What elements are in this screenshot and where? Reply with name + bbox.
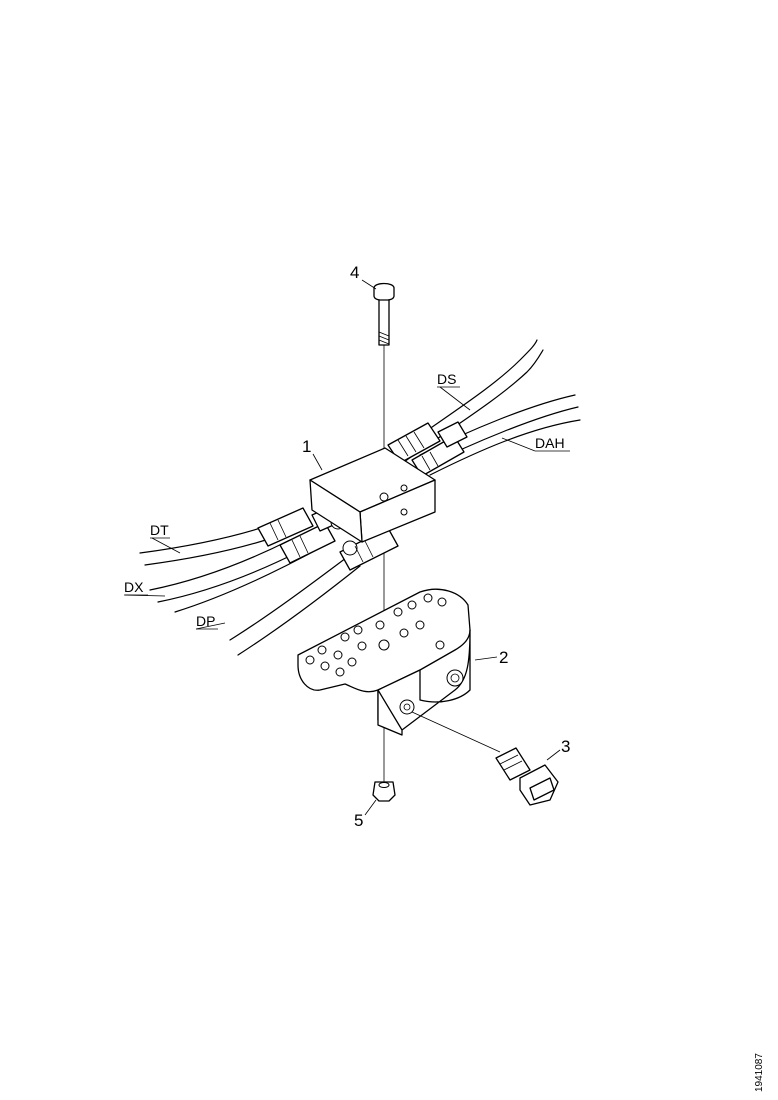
pipe-label-dah: DAH bbox=[535, 435, 565, 451]
pipe-group-left bbox=[139, 506, 399, 656]
nut bbox=[372, 781, 396, 802]
pipe-label-dp: DP bbox=[196, 613, 215, 629]
mounting-bracket bbox=[297, 588, 471, 736]
pipe-group-upper-right bbox=[387, 339, 581, 477]
pipe-label-dt: DT bbox=[150, 522, 169, 538]
reference-code: 1941087 bbox=[754, 1053, 765, 1092]
callout-1: 1 bbox=[302, 437, 311, 456]
callout-4: 4 bbox=[350, 263, 359, 282]
callout-3: 3 bbox=[561, 737, 570, 756]
callout-5: 5 bbox=[354, 811, 363, 830]
distribution-block bbox=[309, 447, 436, 543]
pipe-label-dx: DX bbox=[124, 579, 144, 595]
leader-lines bbox=[124, 279, 561, 816]
pipe-label-ds: DS bbox=[437, 371, 456, 387]
bolt bbox=[373, 282, 395, 346]
angled-connector bbox=[411, 711, 559, 806]
callout-2: 2 bbox=[499, 648, 508, 667]
